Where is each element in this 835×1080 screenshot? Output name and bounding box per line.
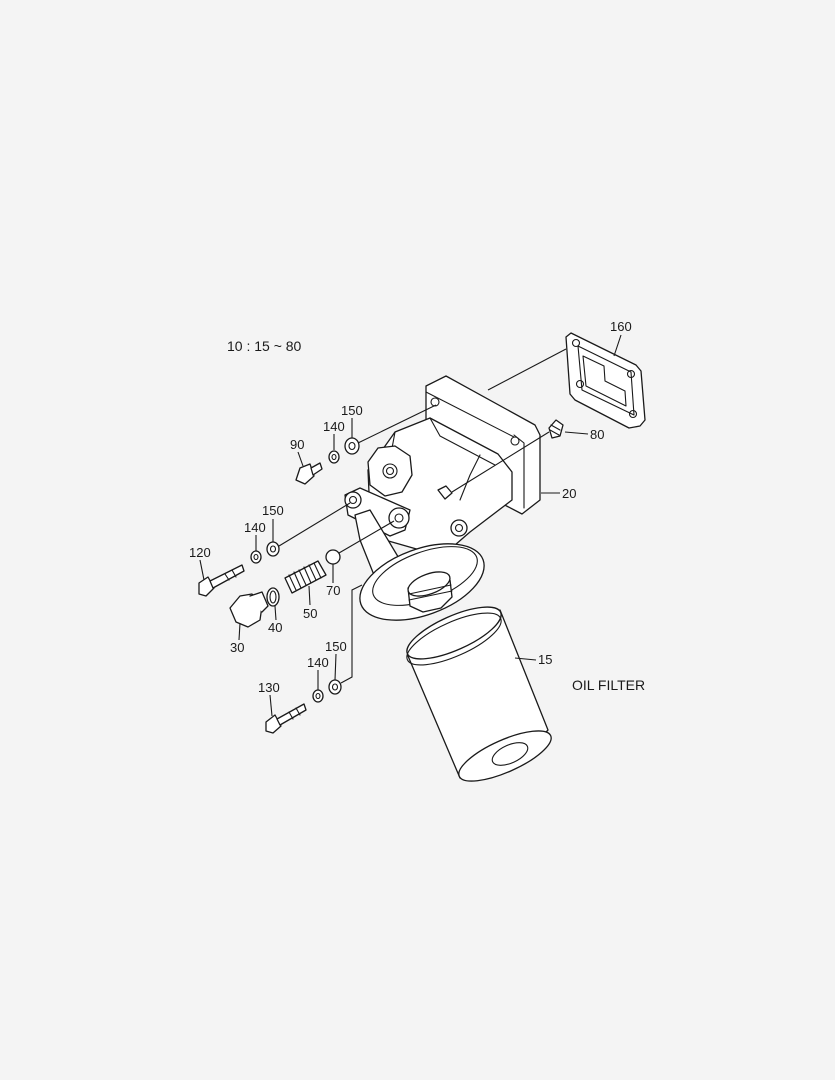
washer-part-140-middle [250,550,262,564]
callout-20: 20 [562,486,576,501]
filter-housing-part-20 [344,375,541,621]
callout-160: 160 [610,319,632,334]
assembly-lines [199,334,622,717]
washer-part-140-lower [312,689,324,703]
callout-40: 40 [268,620,282,635]
callout-120: 120 [189,545,211,560]
callout-90: 90 [290,437,304,452]
callout-150-middle: 150 [262,503,284,518]
bolt-part-130 [265,703,307,734]
callout-80: 80 [590,427,604,442]
callout-150-lower: 150 [325,639,347,654]
bolt-part-90 [295,462,323,485]
o-ring-part-40 [266,587,280,607]
callout-140-middle: 140 [244,520,266,535]
gasket-part-160 [565,332,646,429]
callout-30: 30 [230,640,244,655]
spring-part-50 [284,560,327,594]
range-note: 10 : 15 ~ 80 [227,338,302,354]
callout-140-upper: 140 [323,419,345,434]
plug-part-30 [229,591,269,628]
washer-part-150-middle [266,541,280,557]
ball-part-70 [325,549,341,565]
washer-part-150-upper [344,437,360,455]
washer-part-150-lower [328,679,342,695]
callout-70: 70 [326,583,340,598]
washer-part-140-upper [328,450,340,464]
oil-filter-part-15 [406,606,552,782]
callout-150-upper: 150 [341,403,363,418]
oil-filter-label: OIL FILTER [572,677,645,693]
callout-15: 15 [538,652,552,667]
callout-140-lower: 140 [307,655,329,670]
plug-part-80 [548,419,564,439]
callout-130: 130 [258,680,280,695]
callout-50: 50 [303,606,317,621]
bolt-part-120 [198,564,245,597]
